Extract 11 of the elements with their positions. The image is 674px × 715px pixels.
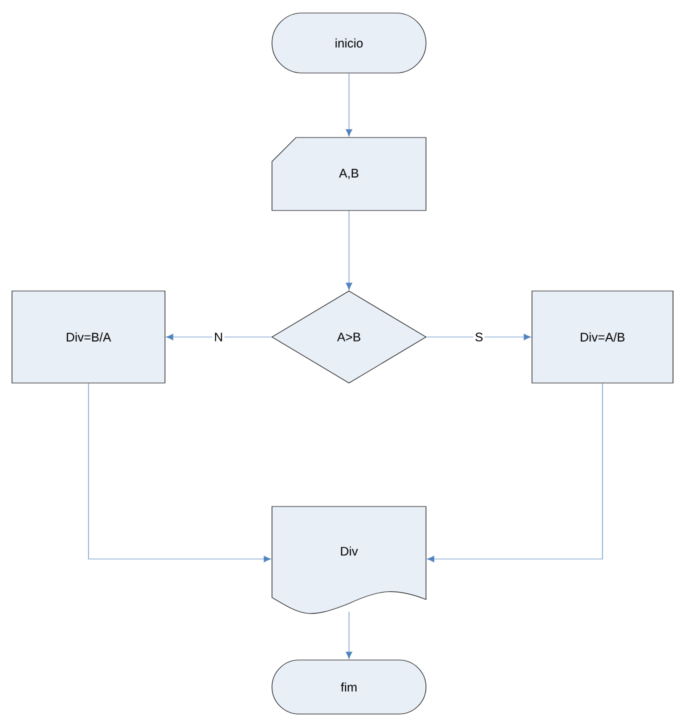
process-box: Div=B/A [12,290,166,384]
arrow [346,611,352,660]
arrow [346,72,352,137]
arrow [88,382,272,562]
arrow [166,334,272,340]
process-box: Div=A/B [532,290,674,384]
arrow [426,382,603,562]
arrow [426,334,532,340]
edge-label: N [212,331,224,343]
edge-label: S [473,331,485,343]
arrow [346,210,352,290]
